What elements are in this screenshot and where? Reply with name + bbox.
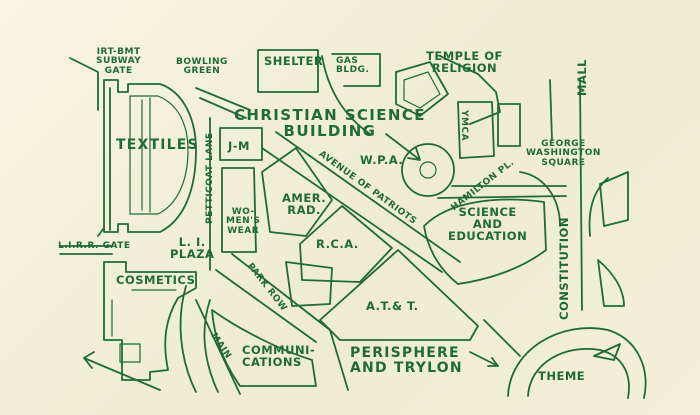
textiles-building-outline — [103, 79, 197, 233]
bowling-green-label: BOWLING GREEN — [176, 57, 228, 77]
trylon-triangle — [593, 343, 621, 361]
amer-rad-label: AMER. RAD. — [282, 191, 327, 218]
womens-wear-label: WO- MEN'S WEAR — [226, 207, 261, 236]
communications-label: COMMUNI- CATIONS — [242, 343, 316, 370]
womens-wear-building — [221, 167, 257, 253]
christian-science-building-label: CHRISTIAN SCIENCE BUILDING — [234, 106, 426, 140]
gas-building-label: GAS BLDG. — [336, 56, 370, 76]
textiles-west-edge — [97, 87, 111, 237]
gas-building-outline — [331, 53, 381, 87]
rca-label: R.C.A. — [316, 237, 359, 251]
perisphere-inner-ring — [527, 348, 630, 399]
cosmetics-small-box — [119, 343, 141, 363]
temple-northeast-edge — [439, 55, 501, 125]
southwest-arrow — [83, 351, 161, 391]
north-service-road — [195, 87, 251, 119]
att-building — [319, 249, 479, 341]
rca-building — [299, 205, 393, 283]
washington-square-block-south — [597, 259, 625, 307]
shelter-arc — [321, 55, 371, 135]
textiles-inner-detail — [141, 97, 151, 213]
avenue-of-patriots-south-edge — [261, 147, 443, 273]
constitution-mall-east-edge — [579, 79, 583, 311]
wpa-pointer-arrow — [385, 133, 421, 161]
southwest-arc-inner — [203, 299, 219, 393]
jm-label: J-M — [228, 139, 250, 153]
top-boundary-line — [69, 57, 99, 111]
washington-square-block-east — [599, 171, 629, 227]
cosmetics-inner-detail — [111, 289, 177, 337]
temple-of-religion-label: TEMPLE OF RELIGION — [426, 49, 503, 76]
li-plaza-label: L. I. PLAZA — [170, 235, 215, 262]
ymca-label: YMCA — [459, 110, 469, 142]
park-row-south-edge — [215, 269, 317, 343]
washington-square-arc-west — [519, 171, 561, 227]
shelter-building — [257, 49, 319, 93]
lirr-gate-label: L.I.R.R. GATE — [58, 241, 131, 251]
perisphere-and-trylon-label: PERISPHERE AND TRYLON — [350, 345, 463, 376]
att-label: A.T.& T. — [366, 299, 419, 313]
constitution-mall-label: CONSTITUTION — [557, 217, 571, 320]
theme-label: THEME — [538, 369, 586, 383]
amer-rad-building — [261, 147, 333, 237]
perisphere-pointer-arrow — [469, 351, 499, 367]
shelter-label: SHELTER — [264, 54, 324, 68]
george-washington-square-label: GEORGE WASHINGTON SQUARE — [526, 139, 601, 168]
main-road-edge — [195, 299, 241, 395]
temple-of-religion-building — [395, 61, 449, 117]
small-building-park-row — [285, 261, 333, 307]
ymca-annex — [497, 103, 521, 147]
jm-building — [219, 127, 263, 161]
avenue-of-patriots-north-edge — [275, 131, 461, 263]
washington-square-arc-east — [588, 177, 609, 237]
temple-inner-outline — [403, 71, 441, 109]
lirr-gate-line — [59, 245, 113, 255]
perisphere-outer-ring — [507, 327, 647, 399]
constitution-mall-west-edge — [549, 79, 553, 141]
south-road-bend — [329, 319, 521, 391]
park-row-north-edge — [231, 253, 331, 331]
cosmetics-building-outline — [103, 261, 197, 381]
ymca-building — [457, 101, 495, 159]
wpa-ring — [401, 143, 455, 197]
textiles-inner-outline — [129, 95, 189, 215]
cosmetics-label: COSMETICS — [116, 273, 196, 287]
irt-bmt-subway-gate-label: IRT-BMT SUBWAY GATE — [96, 47, 142, 76]
southwest-arc-outer — [179, 285, 197, 393]
petticoat-lane-label: PETTICOAT LANE — [205, 132, 215, 224]
communications-building — [211, 309, 317, 387]
textiles-label: TEXTILES — [116, 137, 199, 153]
mall-label: MALL — [575, 59, 589, 96]
wpa-label: W.P.A. — [360, 153, 404, 167]
wpa-center-circle — [419, 161, 437, 179]
science-and-education-label: SCIENCE AND EDUCATION — [448, 205, 528, 244]
science-and-education-building — [423, 198, 547, 285]
hamilton-place-south-edge — [437, 195, 567, 199]
